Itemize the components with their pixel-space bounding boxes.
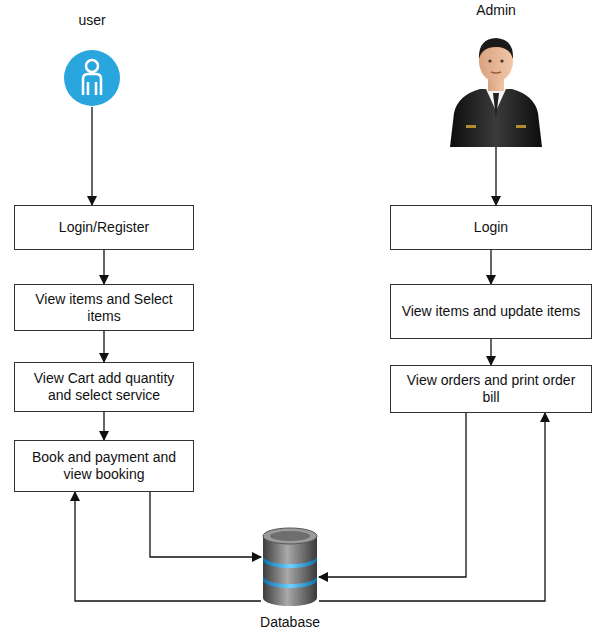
database-node: Database — [248, 526, 332, 631]
database-label: Database — [260, 614, 320, 631]
flow-arrow — [490, 339, 491, 365]
flow-arrow — [319, 413, 466, 577]
admin-figure — [446, 25, 546, 147]
database-cylinder — [261, 526, 319, 608]
flow-arrow — [490, 250, 491, 284]
process-box: View items and update items — [390, 284, 592, 339]
flow-arrow — [150, 492, 261, 557]
flow-arrow — [75, 492, 261, 601]
process-box: Login — [390, 205, 592, 250]
box-text: Login — [474, 219, 508, 236]
user-icon — [63, 49, 121, 107]
flow-arrow — [91, 107, 92, 205]
flow-arrow — [103, 331, 104, 362]
process-box: Book and payment and view booking — [14, 440, 194, 492]
actor-node: Admin — [436, 2, 556, 147]
box-text: View orders and print order bill — [399, 372, 583, 406]
box-text: View items and Select items — [23, 291, 185, 325]
process-box: View items and Select items — [14, 284, 194, 331]
flow-arrow — [495, 147, 496, 205]
actor-label: Admin — [476, 2, 516, 19]
process-box: Login/Register — [14, 205, 194, 250]
process-box: View orders and print order bill — [390, 365, 592, 413]
actor-label: user — [78, 12, 105, 29]
box-text: Book and payment and view booking — [23, 449, 185, 483]
process-box: View Cart add quantity and select servic… — [14, 362, 194, 412]
flow-arrow — [319, 413, 545, 601]
flow-arrow — [103, 412, 104, 440]
flow-arrow — [103, 250, 104, 284]
box-text: View items and update items — [402, 303, 581, 320]
box-text: View Cart add quantity and select servic… — [23, 370, 185, 404]
actor-node: user — [50, 12, 134, 107]
box-text: Login/Register — [59, 219, 149, 236]
